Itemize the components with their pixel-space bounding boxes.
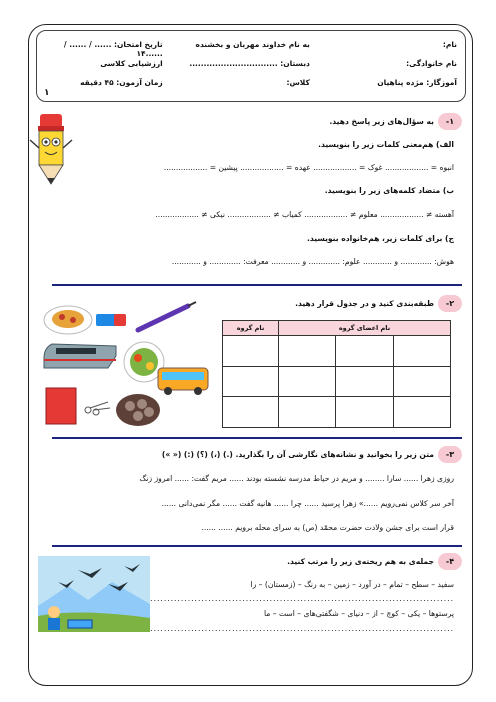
page-number: ۱ xyxy=(44,88,50,98)
spaghetti-plate-icon xyxy=(43,305,93,335)
scissors-icon xyxy=(84,401,111,416)
pen-icon xyxy=(135,301,197,333)
eval-type: ارزشیابی کلاسی xyxy=(100,59,163,68)
question-2-title: طبقه‌بندی کنید و در جدول قرار دهید. xyxy=(295,299,434,308)
table-cell[interactable] xyxy=(335,365,394,398)
name-label: نام: xyxy=(442,40,457,49)
table-cell[interactable] xyxy=(392,365,452,398)
question-3-badge: ۳- xyxy=(438,446,462,463)
table-cell[interactable] xyxy=(335,396,394,428)
q1-part-b-line: آهسته ≠ .................. معلوم ≠ .....… xyxy=(155,210,454,219)
question-3-title: متن زیر را بخوانید و نشانه‌های نگارشی آن… xyxy=(161,450,434,459)
exam-duration: زمان آزمون: ۴۵ دقیقه xyxy=(80,78,163,87)
q4-answer-line-2: ........................................… xyxy=(112,624,454,633)
table-cell[interactable] xyxy=(392,396,452,428)
q4-answer-line-1: ........................................… xyxy=(112,594,454,603)
question-2-badge: ۲- xyxy=(438,295,462,312)
q3-text-line-2: آخر سر کلاس نمی‌رویم ......» زهرا پرسید … xyxy=(161,499,454,508)
pencil-mascot-illustration xyxy=(29,114,73,185)
section-divider xyxy=(52,545,462,547)
q4-line-2: پرستوها – یکی – کوچ – از – دنیای – شگفتی… xyxy=(263,609,454,618)
table-cell[interactable] xyxy=(392,335,452,367)
teacher-name: آموزگار: مژده پناهیان xyxy=(377,78,457,87)
classification-pictures xyxy=(43,301,209,426)
class-label: کلاس: xyxy=(286,78,310,87)
food-plate-icon xyxy=(123,341,165,383)
q1-part-c-line: هوش: ............. و ............ علوم: … xyxy=(171,257,454,266)
train-icon xyxy=(43,343,117,369)
table-header-members: نام اعضای گروه xyxy=(278,320,451,336)
question-4-title: جمله‌ی به هم ریخته‌ی زیر را مرتب کنید. xyxy=(287,557,434,566)
table-cell[interactable] xyxy=(277,335,337,367)
question-4-badge: ۴- xyxy=(438,553,462,570)
question-1-title: به سؤال‌های زیر پاسخ دهید. xyxy=(329,117,434,126)
exam-date: تاریخ امتحان: ...... / ...... / ......۱۴ xyxy=(63,40,163,58)
question-1-badge: ۱- xyxy=(438,113,462,130)
bus-icon xyxy=(157,367,209,395)
table-cell[interactable] xyxy=(335,335,394,367)
q1-part-a-line: انبوه = .................. غوک = .......… xyxy=(163,163,454,172)
q4-line-1: سفید – سطح – تمام – در آورد – زمین – به … xyxy=(250,580,454,589)
q1-part-c-title: ج) برای کلمات زیر، هم‌خانواده بنویسید. xyxy=(306,234,454,243)
q3-text-line-1: روزی زهرا ...... سارا ........ و مریم در… xyxy=(139,474,455,483)
section-divider xyxy=(52,284,462,286)
section-divider xyxy=(52,437,462,439)
basmala: به نام خداوند مهربان و بخشنده xyxy=(195,40,310,49)
q1-part-b-title: ب) متضاد کلمه‌های زیر را بنویسید. xyxy=(324,186,454,195)
q3-text-line-3: قرار است برای جشن ولادت حضرت محمّد (ص) ب… xyxy=(201,523,454,532)
page-border xyxy=(28,24,473,686)
swallows-illustration xyxy=(38,556,150,632)
eraser-icon xyxy=(96,314,126,326)
red-notebook-icon xyxy=(45,387,77,425)
table-cell[interactable] xyxy=(277,396,337,428)
table-cell[interactable] xyxy=(222,335,279,367)
classification-table: نام اعضای گروه نام گروه xyxy=(222,320,452,428)
table-cell[interactable] xyxy=(222,365,279,398)
family-label: نام خانوادگی: xyxy=(406,59,457,68)
table-cell[interactable] xyxy=(277,365,337,398)
dish-icon xyxy=(116,394,160,426)
table-cell[interactable] xyxy=(222,396,279,428)
school-label: دبستان: ............................... xyxy=(189,59,310,68)
table-header-group-name: نام گروه xyxy=(222,320,279,336)
q1-part-a-title: الف) هم‌معنی کلمات زیر را بنویسید. xyxy=(318,140,454,149)
exam-header: نام: به نام خداوند مهربان و بخشنده تاریخ… xyxy=(36,30,466,102)
